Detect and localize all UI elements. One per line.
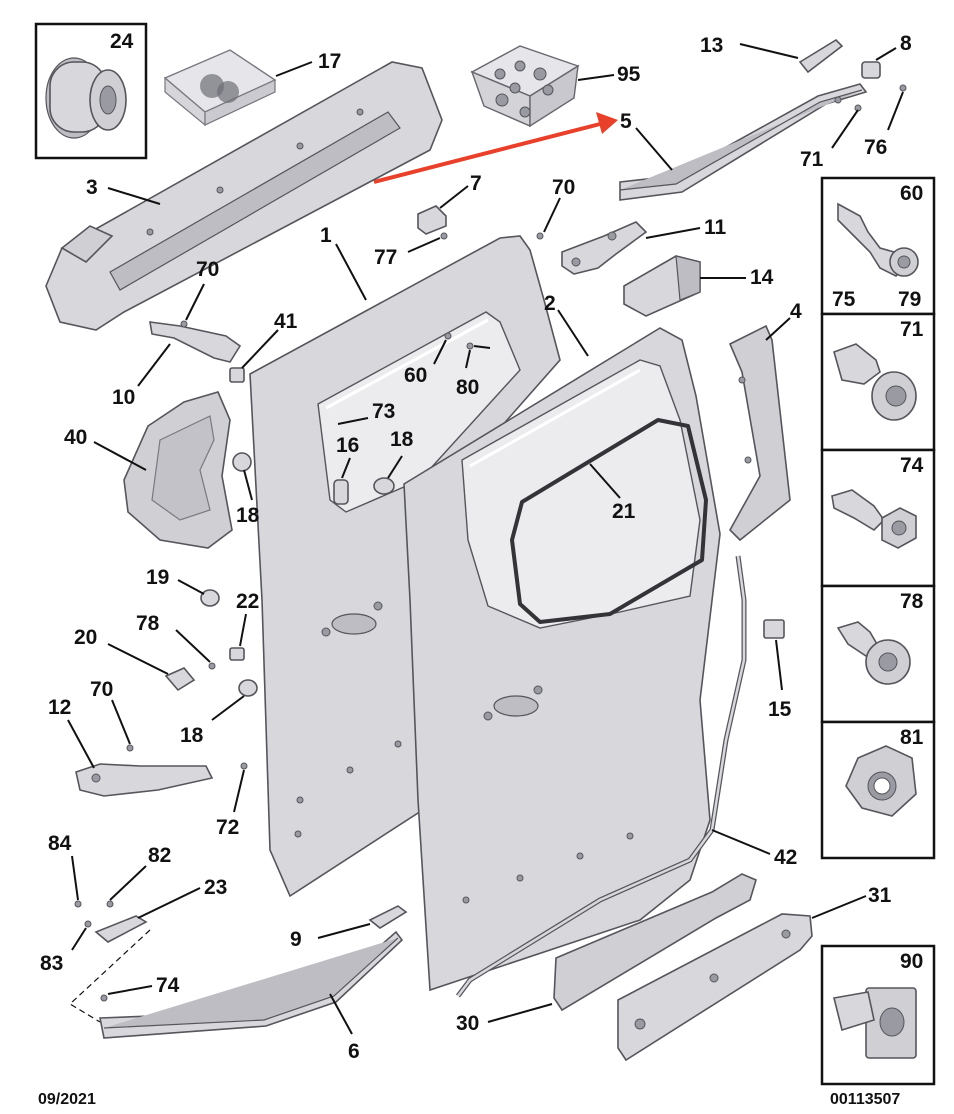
box-78: 78 <box>820 584 936 724</box>
box-90: 90 <box>820 944 936 1086</box>
label-6: 6 <box>348 1040 360 1063</box>
part-21-seal: 21 <box>510 418 708 624</box>
label-7: 7 <box>470 172 482 195</box>
part-72: 72 <box>216 762 248 839</box>
label-13: 13 <box>700 34 723 57</box>
part-20: 78 20 <box>74 612 216 692</box>
part-2-door: 2 <box>403 292 721 992</box>
label-8: 8 <box>900 32 912 55</box>
label-9: 9 <box>290 928 302 951</box>
label-70-mid: 70 <box>196 258 219 281</box>
label-73: 73 <box>372 400 395 423</box>
box-label-74: 74 <box>900 454 924 477</box>
label-74: 74 <box>156 974 180 997</box>
label-21: 21 <box>612 500 636 523</box>
label-24: 24 <box>110 30 134 53</box>
highlight-arrow <box>373 112 618 184</box>
label-17: 17 <box>318 50 341 73</box>
label-41: 41 <box>274 310 298 333</box>
part-9: 9 <box>290 905 408 951</box>
label-83: 83 <box>40 952 63 975</box>
part-95: 95 <box>470 45 641 128</box>
label-19: 19 <box>146 566 169 589</box>
part-5-rail: 5 71 <box>619 83 868 201</box>
label-14: 14 <box>750 266 774 289</box>
label-18-mid: 18 <box>390 428 414 451</box>
box-label-81: 81 <box>900 726 924 749</box>
part-22: 22 <box>229 590 259 661</box>
label-15: 15 <box>768 698 792 721</box>
label-10: 10 <box>112 386 135 409</box>
part-10: 70 10 <box>112 258 242 409</box>
part-8: 8 76 <box>861 32 912 159</box>
box-81: 81 <box>820 720 936 860</box>
footer-reference: 00113507 <box>830 1091 900 1108</box>
box-label-79: 79 <box>898 288 921 311</box>
label-31: 31 <box>868 884 892 907</box>
label-77: 77 <box>374 246 397 269</box>
label-3: 3 <box>86 176 98 199</box>
label-71-top: 71 <box>800 148 824 171</box>
part-41: 41 <box>229 310 298 383</box>
box-label-71: 71 <box>900 318 924 341</box>
label-40: 40 <box>64 426 87 449</box>
label-12: 12 <box>48 696 71 719</box>
label-4: 4 <box>790 300 802 323</box>
label-18-left: 18 <box>236 504 260 527</box>
part-30: 30 <box>456 873 757 1035</box>
footer-date: 09/2021 <box>38 1091 96 1108</box>
part-13: 13 <box>700 34 844 74</box>
label-82: 82 <box>148 844 171 867</box>
label-60-mid: 60 <box>404 364 427 387</box>
box-71: 71 <box>820 312 936 452</box>
label-95: 95 <box>617 63 641 86</box>
part-15: 15 <box>763 619 792 721</box>
label-20: 20 <box>74 626 97 649</box>
label-16: 16 <box>336 434 359 457</box>
box-label-90: 90 <box>900 950 923 973</box>
part-24-box: 24 <box>34 22 148 160</box>
label-23: 23 <box>204 876 227 899</box>
box-60-75-79: 60 75 79 <box>820 176 936 316</box>
part-14: 14 <box>623 255 774 317</box>
label-2: 2 <box>544 292 556 315</box>
part-11: 70 11 <box>536 176 727 275</box>
label-11: 11 <box>704 216 727 239</box>
label-84: 84 <box>48 832 72 855</box>
label-70-low: 70 <box>90 678 113 701</box>
label-80: 80 <box>456 376 479 399</box>
label-18-lower: 18 <box>180 724 204 747</box>
label-76: 76 <box>864 136 887 159</box>
box-label-75: 75 <box>832 288 856 311</box>
part-6-rail: 6 <box>99 930 404 1063</box>
part-18-lower: 18 <box>180 679 258 747</box>
box-74: 74 <box>820 448 936 588</box>
part-42: 42 <box>456 555 797 998</box>
part-17: 17 <box>163 49 341 127</box>
part-4: 4 <box>728 300 802 542</box>
label-22: 22 <box>236 590 259 613</box>
label-78: 78 <box>136 612 160 635</box>
part-19: 19 <box>146 566 220 607</box>
part-3: 3 <box>45 61 443 331</box>
part-23: 84 82 23 83 74 <box>40 832 227 1023</box>
label-42: 42 <box>774 846 797 869</box>
part-18-left: 18 <box>232 452 260 527</box>
label-1: 1 <box>320 224 332 247</box>
window-clips: 60 80 73 16 18 <box>333 332 491 505</box>
part-40: 40 <box>64 391 233 549</box>
part-31: 31 <box>617 884 892 1062</box>
part-7: 7 77 <box>374 172 482 269</box>
box-label-60: 60 <box>900 182 923 205</box>
box-label-78: 78 <box>900 590 924 613</box>
label-5: 5 <box>620 110 632 133</box>
label-72: 72 <box>216 816 239 839</box>
label-70-top: 70 <box>552 176 575 199</box>
label-30: 30 <box>456 1012 479 1035</box>
part-12: 70 12 <box>48 678 214 797</box>
